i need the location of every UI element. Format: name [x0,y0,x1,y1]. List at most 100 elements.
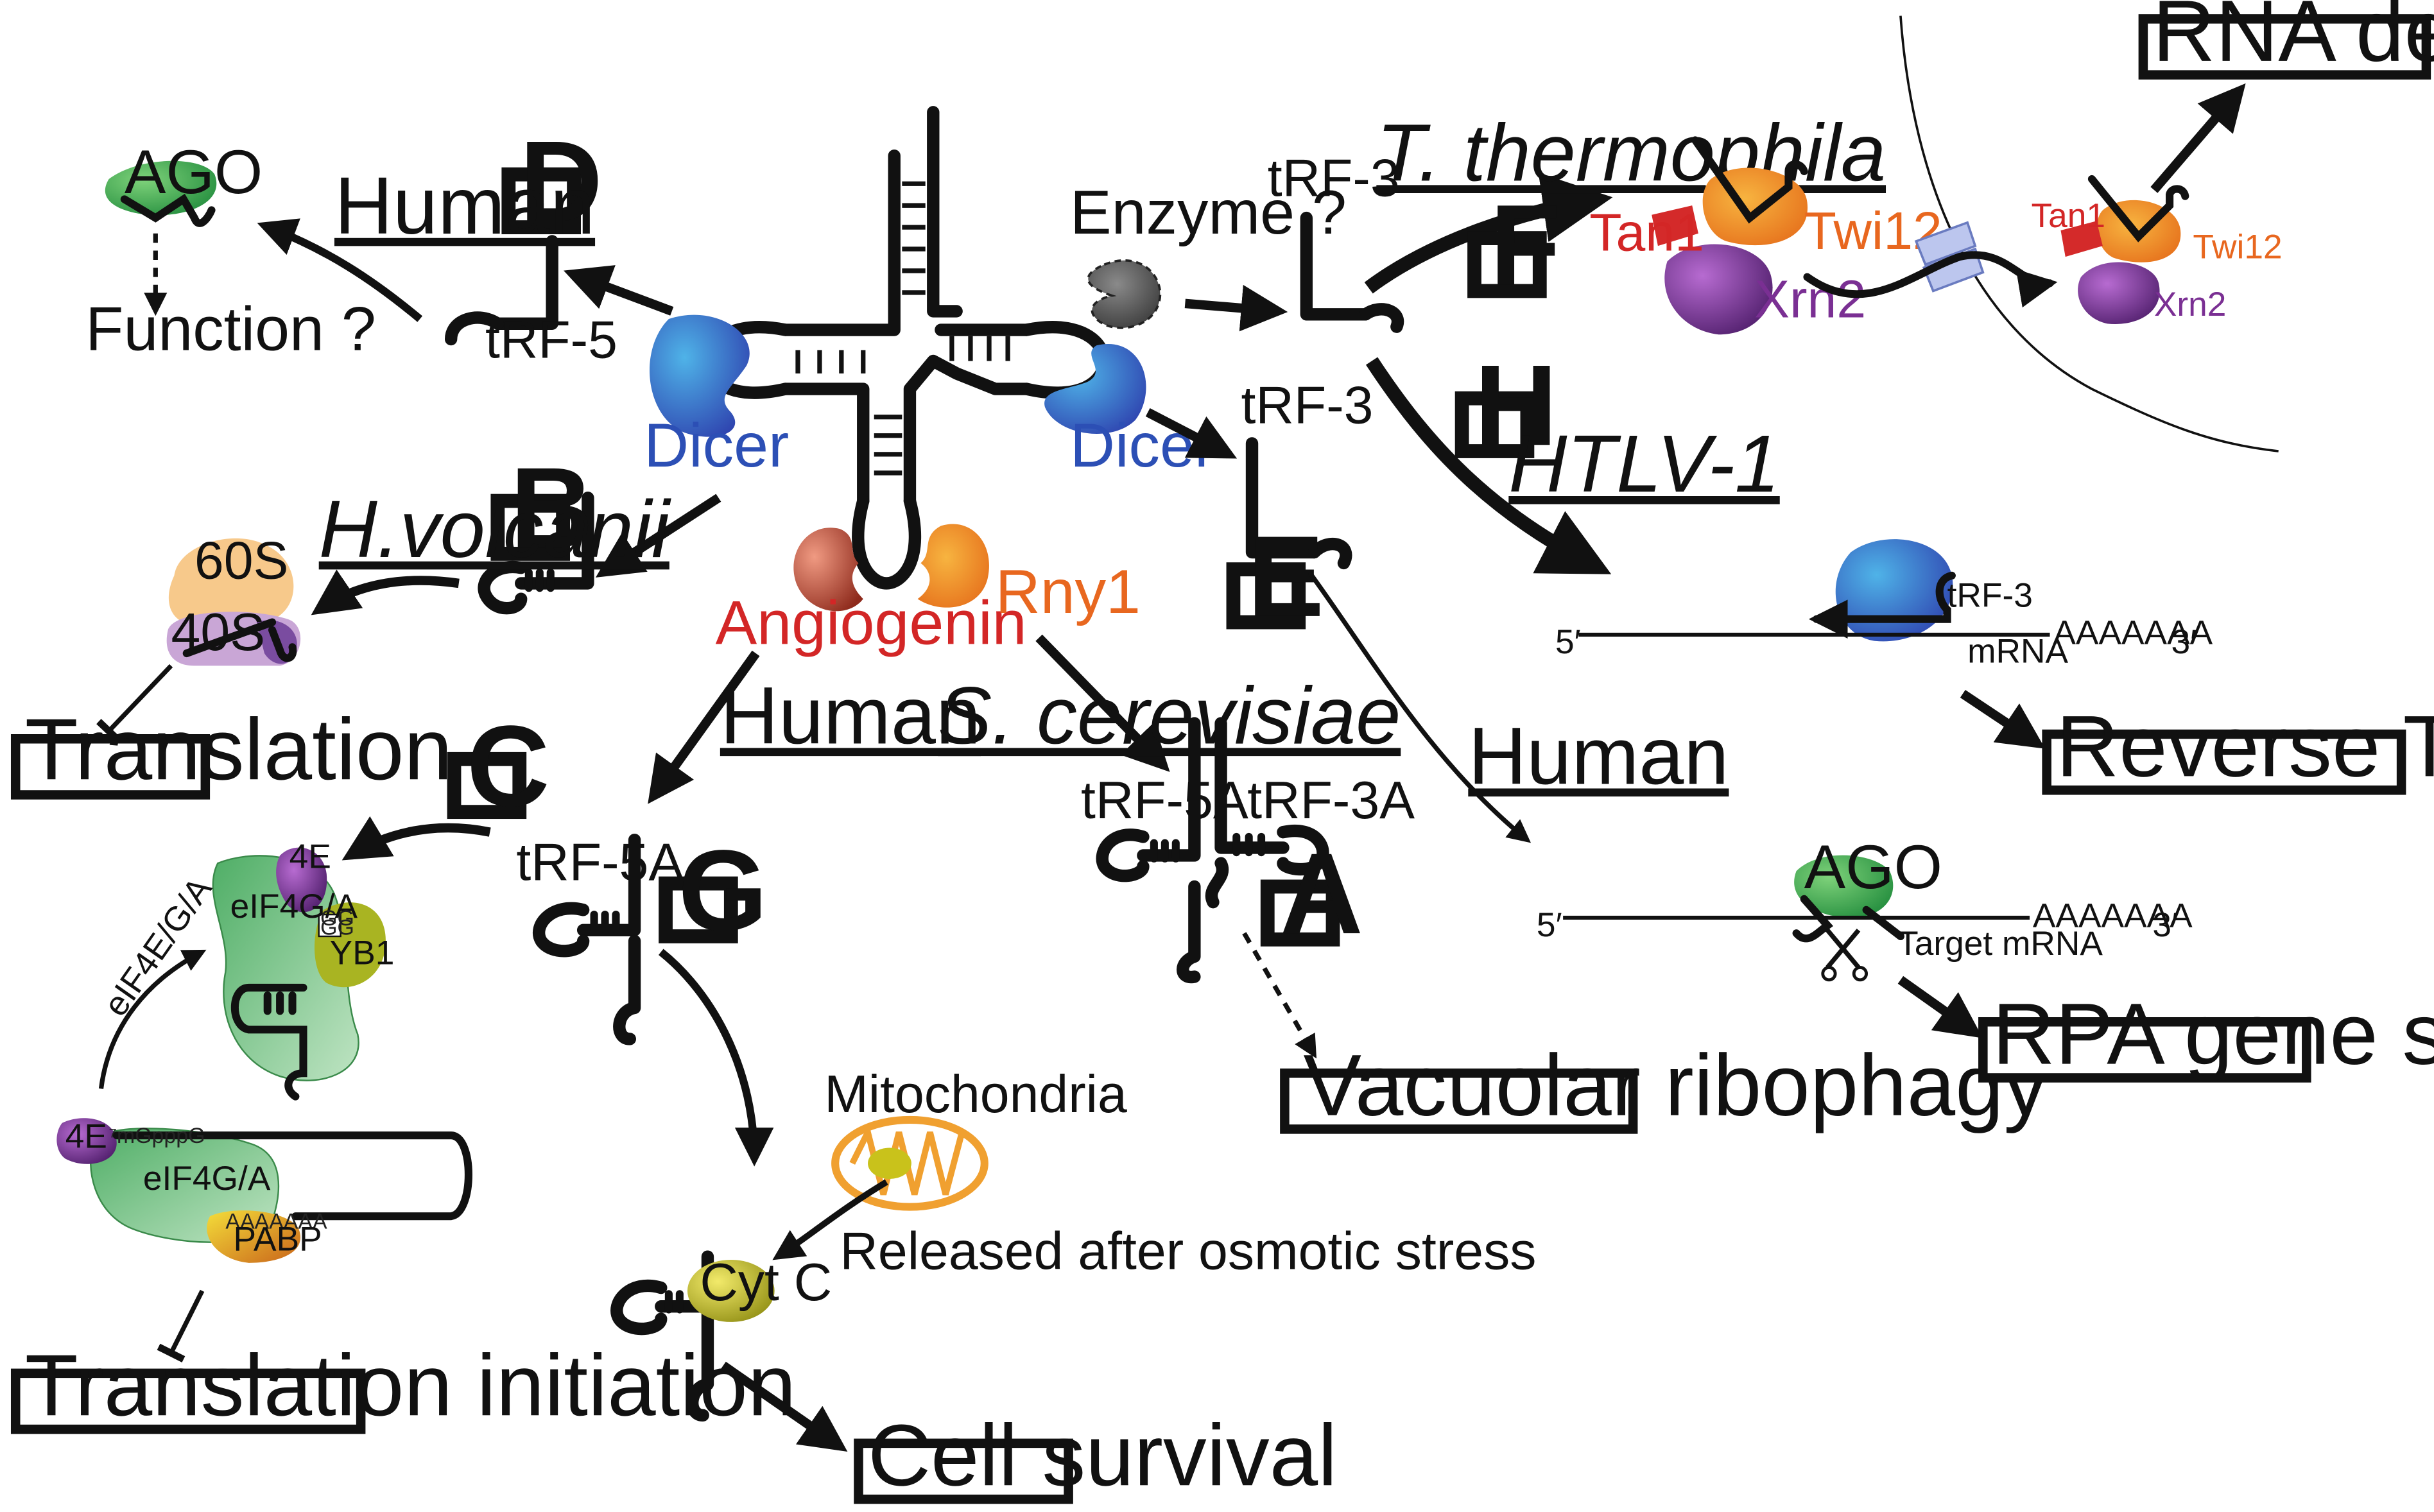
five-prime-e-label: 5′ [1537,906,1562,944]
eif4ega-label: eIF4E/G/A [96,870,219,1023]
xrn2-b-label: Xrn2 [2154,286,2227,323]
translation-box [10,734,211,800]
arrow-trf5a-to-cytc [658,949,774,1167]
nuclear-envelope [1803,15,2279,452]
letter-d: D [519,117,602,245]
three-prime-e-label: 3′ [2152,906,2178,944]
central-trna [701,106,1111,590]
reverse-transcriptase [1808,539,1956,642]
letter-f: F [1490,181,1560,309]
rpa-silencing-label: RPA gene silencing [1992,985,2434,1083]
eif4g-complex [212,847,386,1101]
tan1-twi12-xrn2-complex-a [1652,136,1808,335]
scissors-icon [1821,928,1869,982]
dicer-left-label: Dicer [644,410,789,480]
arrow-rny1-to-a [1035,634,1170,772]
trf5a-g-label: tRF-5A [516,833,684,892]
mitochondrion [831,1115,988,1211]
mgpppg-label: ⁷mGpppG [109,1124,205,1148]
arrow-angiogenin-to-trf5a [648,650,760,804]
ago-top-label: AGO [125,137,263,207]
trf3a-a-label: tRF-3A [1247,771,1415,830]
ribosome-60s-label: 60S [194,531,289,590]
trf5-fragment [444,235,558,346]
s-cerevisiae-label: S. cerevisiae [938,671,1401,761]
initiation-complex [56,1118,472,1263]
trf3-e-fragment [1245,437,1352,570]
ribosome-40s-label: 40S [171,603,266,662]
trf5a-g-fragment [533,834,641,1045]
pabp-label: PABP [233,1220,322,1258]
rny1-label: Rny1 [996,556,1141,626]
htlv1-label: HTLV-1 [1508,418,1779,509]
h-volcanii-label: H.volcanii [319,484,671,574]
arrow-a-to-ribophagy [1242,932,1317,1059]
eif4ga-bot-label: eIF4G/A [143,1160,271,1198]
released-label: Released after osmotic stress [840,1222,1536,1281]
letter-f-box [1467,231,1547,298]
p4e-top-label: 4E [289,838,331,875]
arrow-initiation-complex [98,949,207,1089]
cell-survival-label: Cell survival [868,1406,1337,1504]
letter-a-box [1260,879,1340,947]
trf3-h-label: tRF-3 [1947,576,2033,614]
letter-c: C [467,701,549,830]
ago-e-protein [1792,855,1904,943]
letter-h: H [1474,341,1557,469]
dicer-right-enzyme [1044,344,1146,434]
five-prime-h-label: 5′ [1555,623,1581,661]
ago-e-label: AGO [1804,832,1942,902]
inhibit-translation [96,664,173,744]
mrna-h-label: mRNA [1967,633,2068,671]
translation-initiation-label: Translation initiation [25,1336,797,1434]
arrow-trf3-to-h [1365,357,1612,574]
human-g-label: Human [720,671,981,761]
letter-e-box [1226,562,1306,630]
letter-d-box [501,167,581,235]
arrow-to-reverse-transcription [1960,689,2046,749]
translation-initiation-box [10,1368,366,1434]
vacuolar-ribophagy-box [1280,1068,1638,1134]
eif4ga-top-label: eIF4G/A [230,888,358,925]
arrow-trf5-to-ago [257,218,423,322]
reverse-transcription-label: Reverse Transcription [2056,697,2434,795]
dicer-right-label: Dicer [1070,410,1215,480]
arrow-trf3-to-f [1364,173,1613,294]
letter-c-box [447,752,527,820]
letter-b-box [490,494,571,561]
trf3-e-label: tRF-3 [1241,375,1374,434]
arrow-dicer-to-trf5 [564,265,674,316]
enzyme-unknown [1087,259,1162,329]
rna-degradation-label: RNA degradation [2152,0,2434,80]
letter-h-box [1454,391,1535,458]
pabp-polya-label: AAAAAAA [225,1210,327,1234]
tan1-b-label: Tan1 [2031,197,2105,235]
function-question-label: Function ? [85,294,375,364]
trf3-f-label: tRF-3 [1268,149,1400,208]
ribosome [166,538,301,666]
cytc-complex [610,1250,775,1422]
arrow-trf3-to-ago [1308,571,1532,843]
t-thermophila-label: T. thermophila [1376,107,1886,198]
letter-g: G [678,826,767,954]
angiogenin-label: Angiogenin [716,587,1027,657]
arrow-dicer-to-trf3-e [1145,408,1238,459]
human-e-label: Human [1468,711,1729,802]
reverse-transcription-box [2042,729,2406,795]
trf-a-fragments [1096,717,1329,984]
target-mrna-label: Target mRNA [1897,925,2103,963]
ago-top-protein [105,160,217,227]
angiogenin-enzyme [793,528,863,612]
twi12-b-label: Twi12 [2193,228,2282,266]
arrow-to-rna-degradation [2150,83,2246,193]
translation-label: Translation [25,700,453,798]
gg-top-label: GG [320,906,354,931]
arrow-dicer-to-b [595,494,721,578]
trf-b-fragment [478,492,594,615]
letter-b: B [510,443,593,572]
gg-bot-label: GG [320,916,354,940]
trf5-label: tRF-5 [485,311,617,370]
rpa-silencing-box [1978,1017,2311,1083]
